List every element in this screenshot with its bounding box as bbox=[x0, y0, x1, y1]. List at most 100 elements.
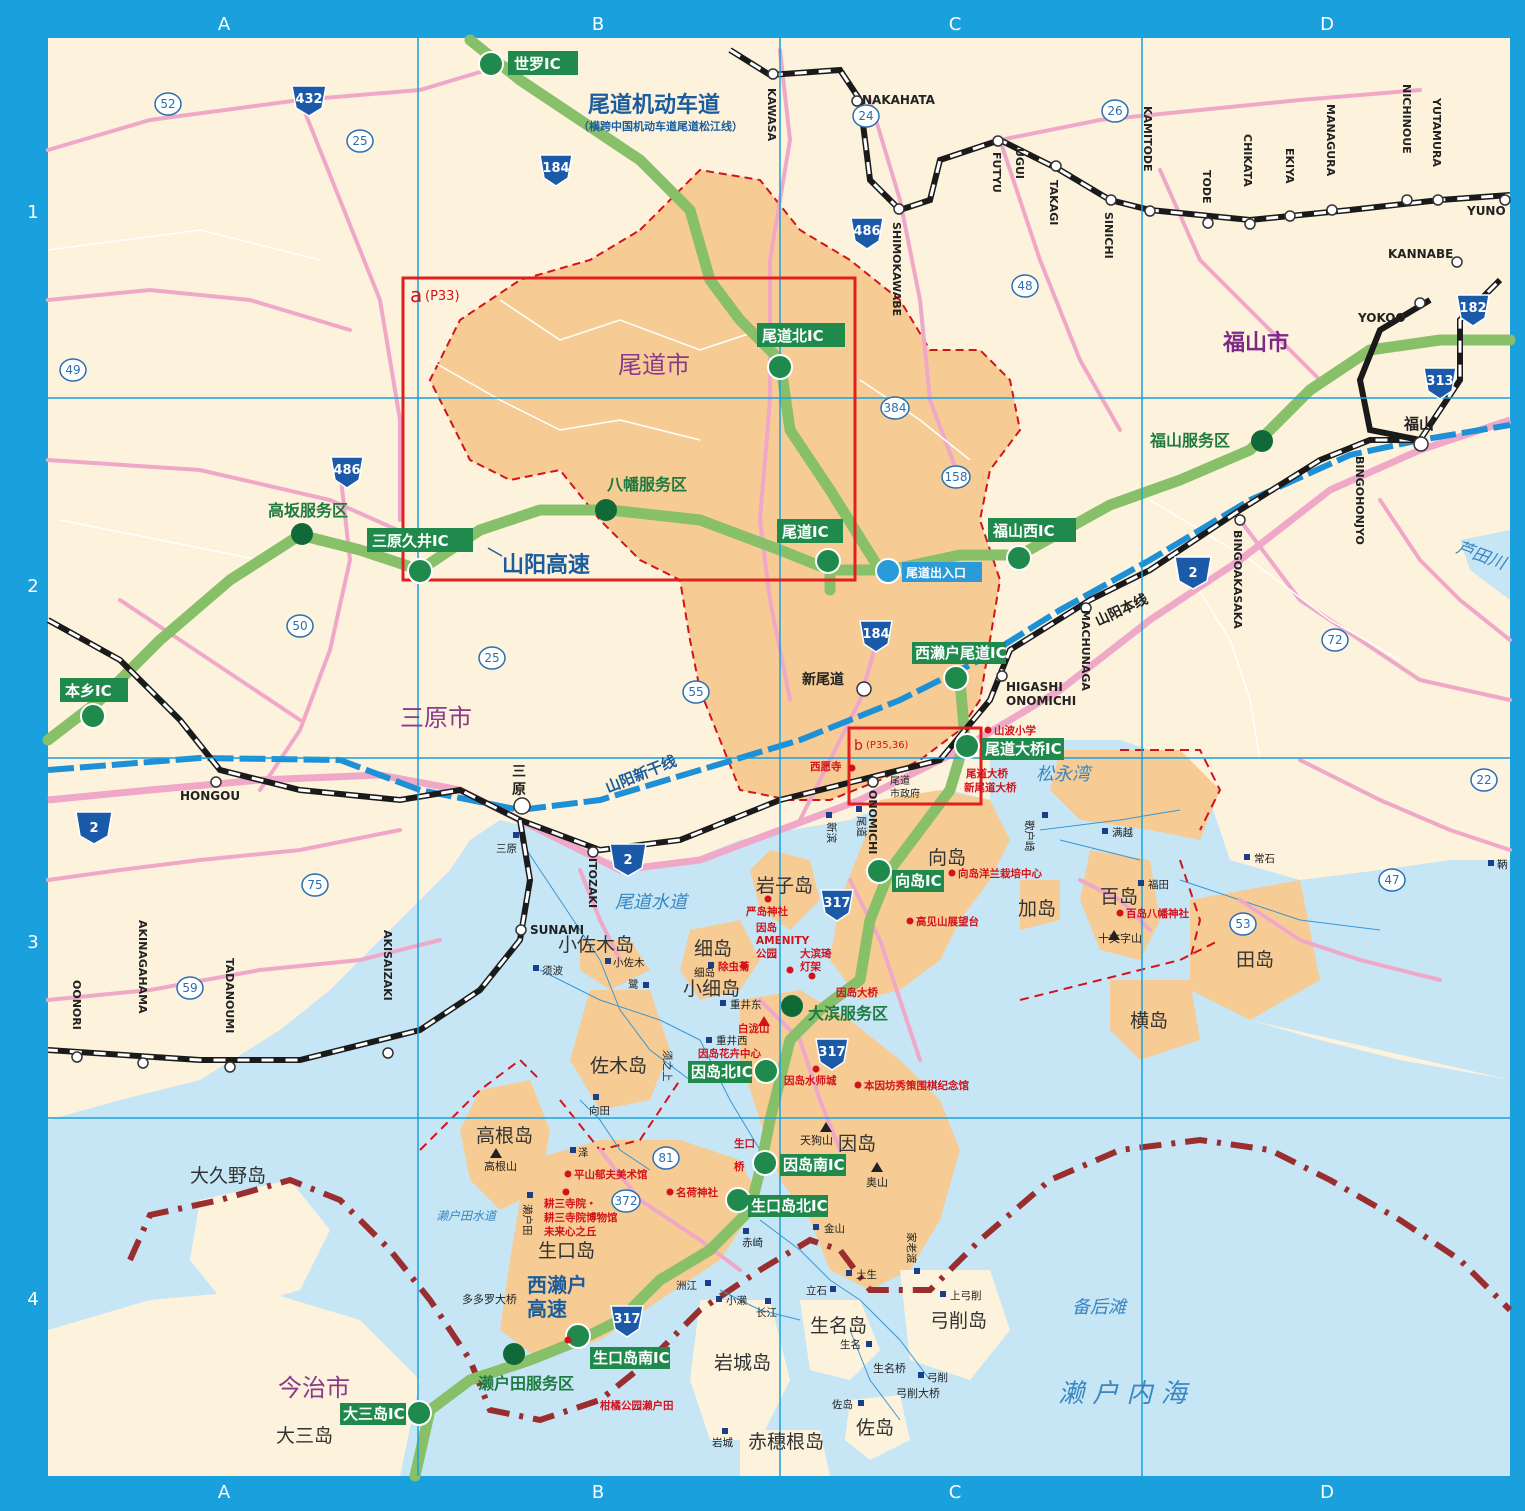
ic-innoshima-minami[interactable]: 因岛南IC bbox=[783, 1156, 845, 1174]
onomichi-city-hall-1: 尾道 bbox=[890, 774, 910, 787]
city-onomichi: 尾道市 bbox=[618, 351, 690, 379]
station-higashi-onomichi-2: ONOMICHI bbox=[1006, 694, 1076, 708]
svg-text:75: 75 bbox=[307, 878, 322, 892]
svg-text:59: 59 bbox=[182, 981, 197, 995]
port-mitsugoe: 满越 bbox=[1112, 826, 1134, 839]
port-yuge: 弓削 bbox=[927, 1371, 948, 1384]
island-label-kashima: 加岛 bbox=[1018, 898, 1056, 920]
port-akasaki: 赤崎 bbox=[742, 1236, 763, 1249]
ic-hongo[interactable]: 本乡IC bbox=[65, 682, 112, 700]
island-label-iwashijima: 岩子岛 bbox=[756, 875, 813, 897]
svg-text:182: 182 bbox=[1459, 301, 1486, 316]
sea-matsunaga-bay: 松永湾 bbox=[1036, 764, 1093, 785]
detail-frame-b[interactable]: b (P35,36) bbox=[847, 726, 983, 806]
station-mihara-1: 三 bbox=[512, 764, 526, 780]
island-innoshima bbox=[740, 990, 960, 1290]
ic-innoshima-kita[interactable]: 因岛北IC bbox=[691, 1063, 753, 1081]
poi-amenity-3: 公园 bbox=[756, 948, 777, 960]
station-markers bbox=[71, 68, 1511, 1073]
port-habu: 土生 bbox=[856, 1268, 877, 1281]
island-kosagishima bbox=[580, 940, 650, 990]
ic-onomichi-kita[interactable]: 尾道北IC bbox=[762, 327, 824, 345]
station-ugui: UGUI bbox=[1013, 148, 1026, 179]
local-roads bbox=[46, 48, 1512, 1272]
island-kashima bbox=[1020, 880, 1060, 930]
ic-onomichi[interactable]: 尾道IC bbox=[782, 523, 829, 541]
onomichi-exit-badge[interactable] bbox=[902, 562, 982, 582]
shield-317-ikuchijima: 317 bbox=[610, 1305, 644, 1338]
island-east-coast bbox=[1050, 750, 1220, 840]
station-itozaki: ITOZAKI bbox=[586, 858, 599, 908]
mountains: 高根山 天狗山 奥山 十文字山 白泷山 bbox=[484, 930, 1142, 1189]
interchange-labels[interactable]: 世罗IC 尾道北IC 尾道IC 三原久井IC 福山西IC 本乡IC 西濑户尾道I… bbox=[60, 51, 1076, 1425]
poi-sanba: 山波小学 bbox=[994, 724, 1036, 737]
svg-text:2: 2 bbox=[89, 821, 98, 836]
island-label-ohkunoshima: 大久野岛 bbox=[190, 1165, 266, 1187]
station-sunami: SUNAMI bbox=[530, 923, 584, 937]
detail-frame-a[interactable]: a (P33) bbox=[401, 276, 857, 582]
island-label-mukaishima: 向岛 bbox=[928, 847, 966, 869]
ic-ikuchijima-kita[interactable]: 生口岛北IC bbox=[751, 1197, 828, 1215]
ic-onomichi-ohashi[interactable]: 尾道大桥IC bbox=[985, 740, 1062, 758]
ic-omishima[interactable]: 大三岛IC bbox=[343, 1405, 405, 1423]
pref-384: 384 bbox=[880, 396, 910, 420]
ic-mukaishima[interactable]: 向岛IC bbox=[895, 872, 942, 890]
grid-labels: A B C D A B C D 1 2 3 4 bbox=[27, 14, 1334, 1503]
grid-row-3: 3 bbox=[27, 932, 38, 953]
ferry-routes bbox=[519, 809, 1381, 1421]
island-label-hosojima: 细岛 bbox=[694, 938, 732, 960]
port-karodo: 家老渡 bbox=[905, 1232, 918, 1264]
port-kamiyuge: 上弓削 bbox=[950, 1289, 982, 1302]
label-onomichi-expressway: 尾道机动车道 bbox=[588, 92, 720, 118]
ic-sera[interactable]: 世罗IC bbox=[514, 55, 561, 73]
island-akahonejima bbox=[740, 1430, 830, 1476]
grid-col-c-top: C bbox=[949, 14, 962, 35]
poi-ikina-bridge: 生名桥 bbox=[873, 1361, 906, 1375]
svg-text:52: 52 bbox=[160, 97, 175, 111]
city-mihara: 三原市 bbox=[400, 704, 472, 732]
svg-text:432: 432 bbox=[295, 92, 322, 107]
station-mihara-2: 原 bbox=[512, 782, 526, 798]
ic-mihara-kui[interactable]: 三原久井IC bbox=[372, 532, 449, 550]
port-sashima: 佐岛 bbox=[832, 1398, 853, 1411]
port-mukaida: 向田 bbox=[589, 1104, 610, 1117]
pref-24: 24 bbox=[852, 104, 880, 128]
pref-52: 52 bbox=[154, 92, 182, 116]
station-tode: TODE bbox=[1200, 170, 1213, 204]
port-mihara: 三原 bbox=[496, 843, 517, 855]
station-bingohonjyo: BINGOHONJYO bbox=[1353, 456, 1366, 545]
ic-fukuyama-nishi[interactable]: 福山西IC bbox=[992, 522, 1055, 540]
ic-nishiseto-onomichi[interactable]: 西濑户尾道IC bbox=[915, 644, 1007, 662]
mountain-okuyama: 奥山 bbox=[866, 1175, 888, 1189]
svg-text:81: 81 bbox=[658, 1151, 673, 1165]
land-islands-light bbox=[48, 1180, 1010, 1476]
sea-onomichi-channel: 尾道水道 bbox=[615, 892, 690, 913]
svg-text:47: 47 bbox=[1384, 873, 1399, 887]
station-oonori: OONORI bbox=[70, 980, 83, 1030]
island-label-sagishima: 佐木岛 bbox=[590, 1055, 647, 1077]
label-nishiseto-2: 高速 bbox=[527, 1297, 567, 1321]
island-mukaishima bbox=[830, 790, 1010, 1000]
frame-a-letter: a bbox=[410, 283, 422, 307]
label-nishiseto-1: 西濑户 bbox=[527, 1273, 587, 1297]
island-label-tashima: 田岛 bbox=[1236, 949, 1274, 971]
service-area-markers bbox=[291, 430, 1273, 1365]
pref-25-south: 25 bbox=[478, 646, 506, 670]
ic-ikuchijima-minami[interactable]: 生口岛南IC bbox=[593, 1349, 670, 1367]
island-label-iwagijima: 岩城岛 bbox=[714, 1352, 771, 1374]
port-sunokami: 须之上 bbox=[661, 1050, 674, 1082]
svg-text:50: 50 bbox=[292, 619, 307, 633]
nishiseto-expressway-line bbox=[409, 674, 971, 1482]
port-shigei-nishi: 重井西 bbox=[716, 1034, 748, 1047]
station-nakahata: NAKAHATA bbox=[862, 93, 936, 107]
svg-text:384: 384 bbox=[884, 401, 907, 415]
island-label-akahonejima: 赤穗根岛 bbox=[748, 1431, 824, 1453]
svg-text:48: 48 bbox=[1017, 279, 1032, 293]
pref-372: 372 bbox=[611, 1189, 641, 1213]
station-ekiya: EKIYA bbox=[1283, 148, 1296, 184]
station-managura: MANAGURA bbox=[1324, 104, 1337, 177]
city-imabari: 今治市 bbox=[278, 1374, 350, 1402]
svg-text:53: 53 bbox=[1235, 917, 1250, 931]
station-shin-onomichi: 新尾道 bbox=[802, 671, 844, 688]
